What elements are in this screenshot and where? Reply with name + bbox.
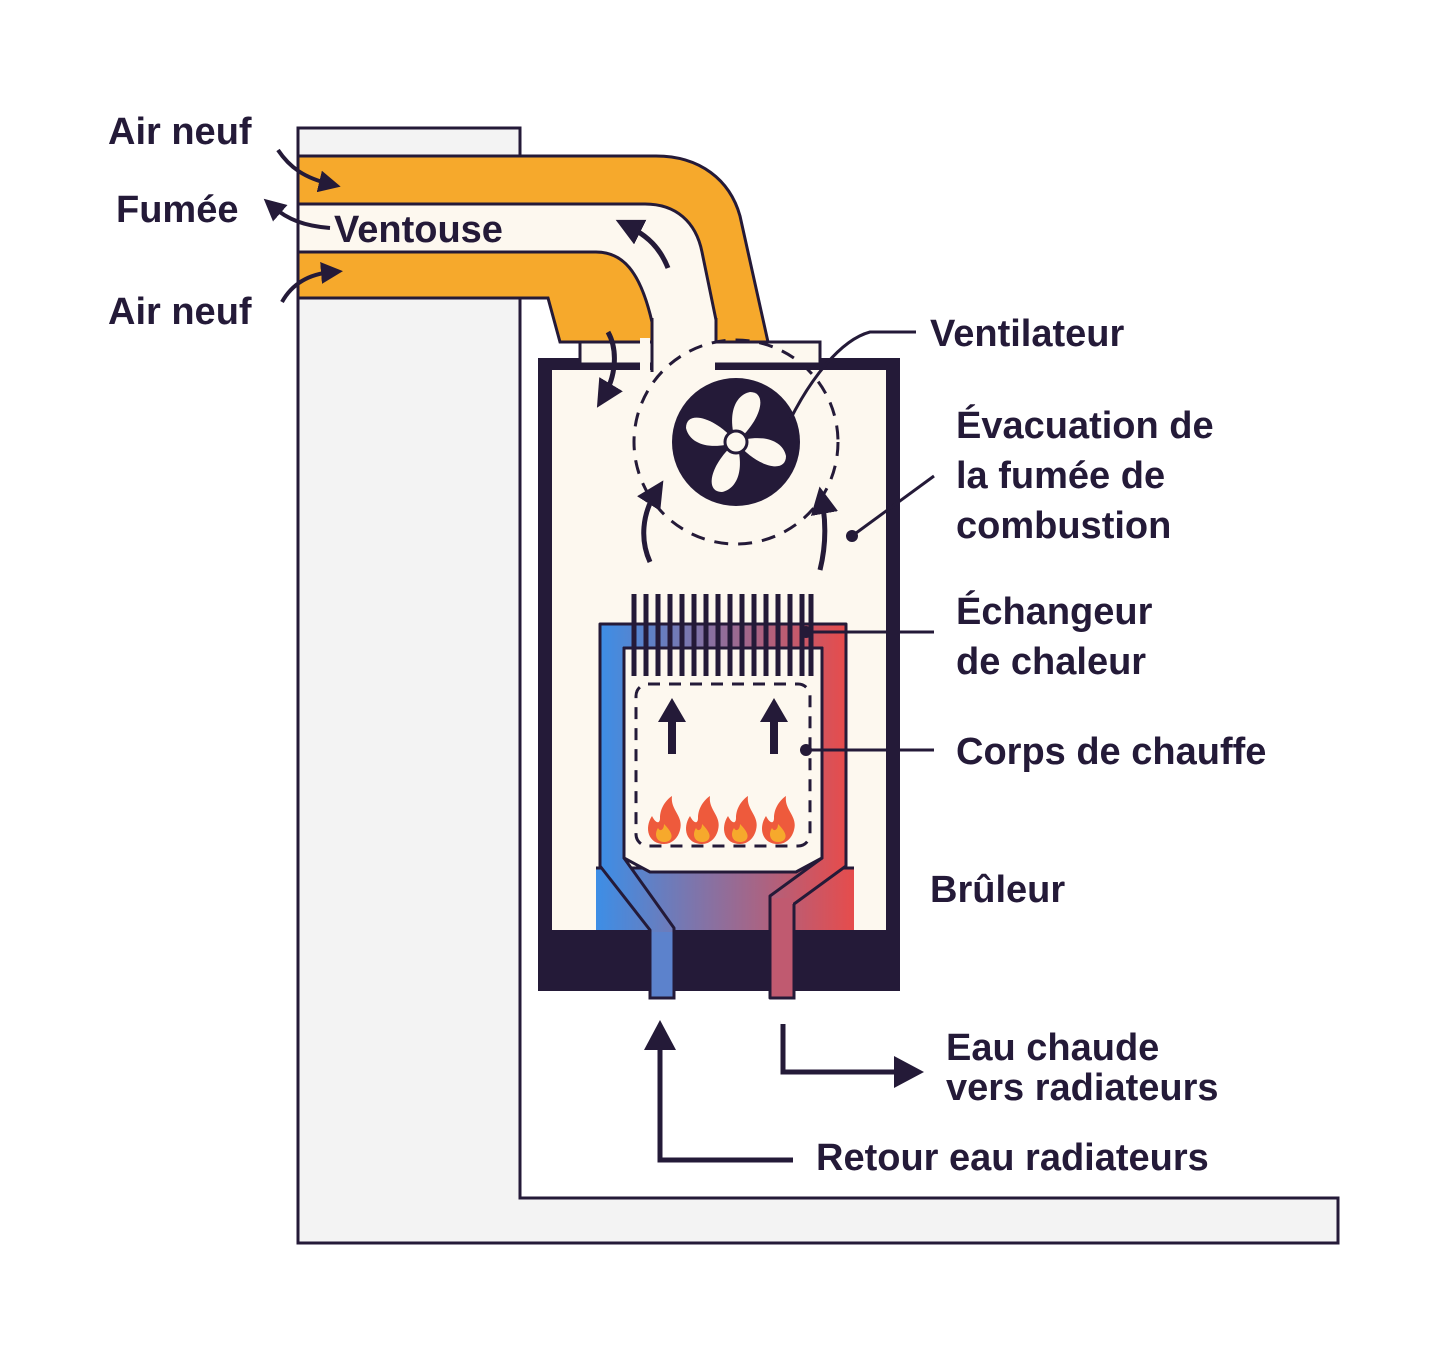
air-neuf-bottom-arrow [280, 261, 343, 304]
label-ventouse: Ventouse [334, 209, 503, 251]
left-up-arrow [637, 480, 664, 564]
air-down-arrow [596, 330, 623, 408]
air-neuf-top-arrow [276, 148, 341, 193]
label-air-neuf-top: Air neuf [108, 111, 252, 153]
fan-ring-gap [640, 338, 650, 378]
label-air-neuf-bottom: Air neuf [108, 291, 252, 333]
supply-pipe [771, 898, 793, 997]
flames [648, 796, 795, 844]
label-eau-chaude-2: vers radiateurs [946, 1067, 1219, 1109]
fumee-arrow [263, 198, 331, 230]
label-fumee: Fumée [116, 189, 238, 231]
leader-dots [800, 530, 858, 756]
return-water-in-arrow [644, 1020, 793, 1163]
label-eau-chaude-1: Eau chaude [946, 1027, 1159, 1069]
leader-evacuation [851, 474, 935, 538]
flue-inner-bridge [653, 336, 715, 372]
leader-ventilateur [788, 330, 916, 421]
label-evacuation-2: la fumée de [956, 455, 1165, 497]
label-echangeur-1: Échangeur [956, 589, 1153, 633]
corps-de-chauffe-dashed [634, 682, 812, 848]
label-corps-de-chauffe: Corps de chauffe [956, 731, 1266, 773]
label-evacuation-3: combustion [956, 505, 1171, 547]
label-echangeur-2: de chaleur [956, 641, 1146, 683]
smoke-up-arrow [615, 219, 671, 269]
right-up-arrow [810, 486, 838, 571]
label-evacuation-1: Évacuation de [956, 403, 1214, 447]
label-bruleur: Brûleur [930, 869, 1065, 911]
leader-lines [788, 330, 935, 752]
hot-water-out-arrow [780, 1024, 924, 1088]
label-ventilateur: Ventilateur [930, 313, 1124, 355]
supply-pipe-outline [768, 896, 796, 1000]
label-retour-eau: Retour eau radiateurs [816, 1137, 1209, 1179]
fan-icon [672, 378, 800, 506]
return-pipe-outline [648, 928, 676, 1000]
heat-up-arrows [658, 698, 788, 754]
fan-dashed-ring [632, 338, 840, 546]
heat-exchanger-fins [631, 594, 814, 676]
return-pipe [651, 932, 673, 997]
